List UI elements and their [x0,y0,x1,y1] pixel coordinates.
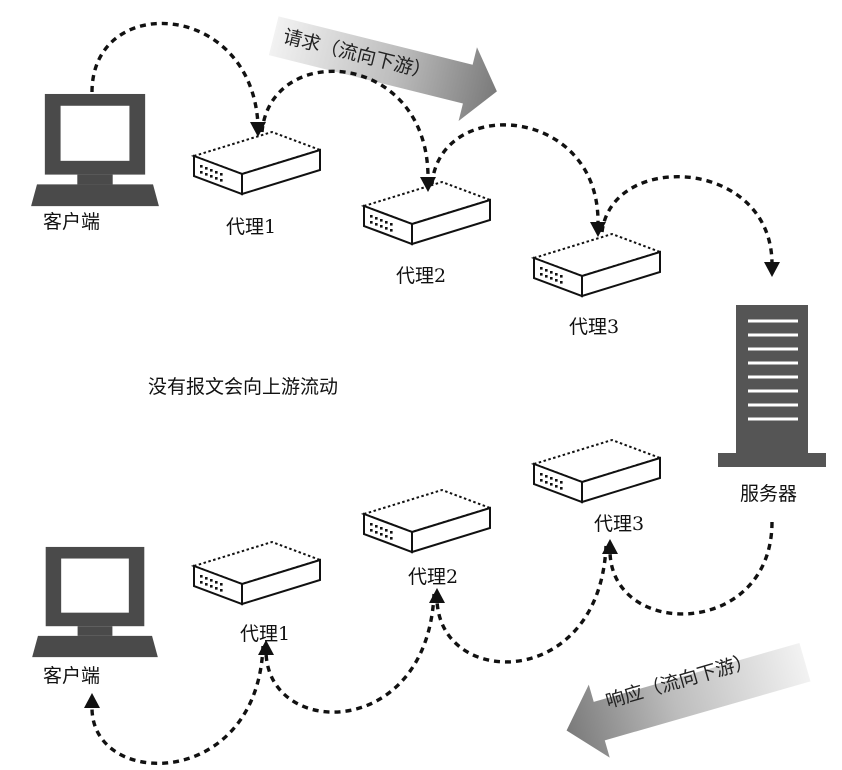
server-label: 服务器 [740,483,797,505]
request-path-proxy3-to-server [600,175,774,265]
arrowhead [84,693,100,708]
proxy-icon [193,541,321,605]
response-path-proxy3-to-proxy2 [435,545,608,664]
upstream-note: 没有报文会向上游流动 [148,376,338,398]
proxy-icon [533,233,661,297]
response-path-server-to-proxy3 [608,521,774,616]
request-proxy-label: 代理2 [396,265,446,287]
request-flow-arrow [268,16,497,122]
request-proxy-label: 代理3 [569,316,619,338]
response-proxy-label: 代理2 [408,566,458,588]
response-client: 客户端 [32,546,158,687]
server-icon [718,305,826,469]
request-path-proxy2-to-proxy3 [430,123,600,225]
response-proxy-1: 代理1 [193,541,321,645]
response-proxy-2: 代理2 [363,489,491,588]
request-path-proxy1-to-proxy2 [260,69,430,181]
arrowhead [590,222,606,237]
computer-icon [32,546,158,658]
arrowhead [250,122,266,137]
response-flow-arrow [566,642,811,758]
request-path-client-to-proxy1 [90,21,260,126]
proxy-icon [193,131,321,195]
request-client-label: 客户端 [43,211,100,233]
proxy-icon [363,181,491,245]
flow-arrow-icon [268,16,497,122]
computer-icon [31,93,159,207]
request-proxy-2: 代理2 [363,181,491,287]
arrowhead [429,588,445,603]
proxy-icon [533,439,661,503]
response-proxy-label: 代理3 [594,513,644,535]
flow-arrow-icon [566,642,811,758]
request-proxy-1: 代理1 [193,131,321,238]
server: 服务器 [718,305,826,505]
response-proxy-label: 代理1 [240,623,290,645]
response-path-proxy2-to-proxy1 [264,593,436,714]
request-proxy-3: 代理3 [533,233,661,338]
response-proxy-3: 代理3 [533,439,661,535]
proxy-icon [363,489,491,553]
response-path-proxy1-to-client [90,645,265,765]
arrowhead [764,262,780,277]
response-client-label: 客户端 [43,665,100,687]
request-client: 客户端 [31,93,159,233]
request-proxy-label: 代理1 [226,216,276,238]
